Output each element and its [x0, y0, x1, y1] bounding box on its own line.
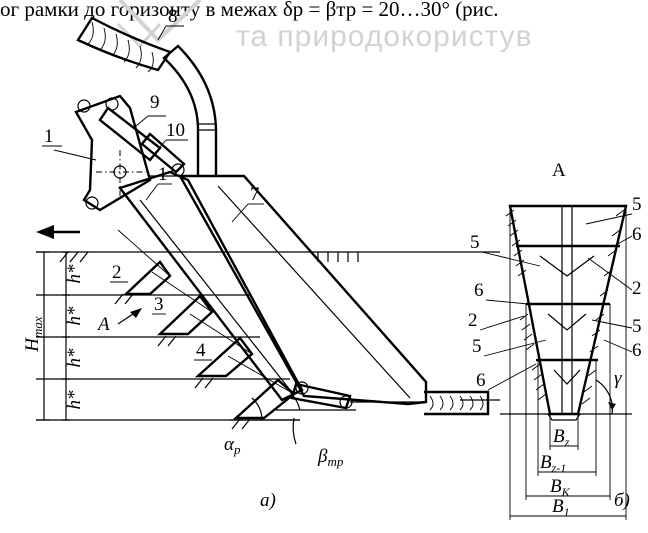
hydraulic-cylinder [98, 106, 186, 177]
callout-4: 4 [196, 340, 206, 361]
callout-b-left-2: 2 [468, 310, 478, 331]
view-a-title: A [552, 160, 566, 181]
callout-b-right-6b: 6 [632, 340, 642, 361]
callout-1b: 1 [158, 164, 168, 185]
ground-lines [36, 251, 500, 421]
trapezoid-section [508, 204, 628, 421]
figure-b: A γ [468, 160, 642, 520]
callout-9: 9 [150, 92, 160, 113]
view-a-arrow: A [96, 308, 142, 335]
angle-markers: αр βтр [224, 391, 356, 469]
h-star-4: h* [64, 390, 85, 410]
inclined-frame [118, 170, 304, 402]
callout-b-right-2: 2 [632, 278, 642, 299]
callout-b-left-6b: 6 [476, 370, 486, 391]
callout-7: 7 [250, 184, 260, 205]
conveyor-chute [177, 174, 428, 406]
callout-b-left-5a: 5 [470, 232, 480, 253]
callout-2: 2 [112, 262, 122, 283]
callouts-a: 1 1 2 3 4 7 8 9 10 [42, 6, 264, 361]
callout-b-right-6a: 6 [632, 224, 642, 245]
h-star-2: h* [64, 306, 85, 326]
callout-3: 3 [154, 294, 164, 315]
height-dimensions: Hmax h* h* h* h* [22, 251, 85, 421]
h-star-1: h* [64, 264, 85, 284]
top-text: ог рамки до горизонту в межах δр = βтр =… [0, 0, 499, 21]
callout-b-right-5a: 5 [632, 194, 642, 215]
discharge-pipe [76, 16, 218, 176]
alpha-label: αр [224, 434, 241, 457]
b1-label: B1 [552, 496, 570, 519]
beta-label: βтр [317, 446, 344, 469]
gamma-angle: γ [500, 368, 632, 415]
watermark: та природокористув [236, 20, 533, 53]
h-star-3: h* [64, 348, 85, 368]
width-dimensions: Bz Bz-1 BК B1 [509, 206, 627, 520]
caption-a: а) [260, 490, 276, 511]
cutting-teeth [117, 229, 296, 420]
side-hatching [505, 209, 625, 405]
callout-8: 8 [168, 6, 178, 27]
h-max-label: Hmax [22, 316, 45, 353]
bz-label: Bz [553, 426, 570, 449]
callout-b-left-6a: 6 [474, 280, 484, 301]
top-text-line: ог рамки до горизонту в межах δр = βтр =… [0, 0, 499, 21]
direction-arrow [36, 225, 80, 239]
gamma-label: γ [614, 368, 622, 389]
callout-b-right-5b: 5 [632, 316, 642, 337]
view-a-label: A [96, 314, 110, 335]
callout-1a: 1 [44, 126, 54, 147]
callouts-b-left: 5 6 2 5 6 [468, 232, 547, 391]
bk-label: BК [550, 476, 571, 499]
frame-bracket [74, 94, 152, 212]
callout-10: 10 [166, 120, 185, 141]
bz1-label: Bz-1 [540, 452, 566, 475]
outlet-hose [424, 390, 490, 416]
callouts-b-right: 5 6 2 5 6 [585, 194, 642, 361]
figure-a: Hmax h* h* h* h* [22, 6, 500, 511]
caption-b: б) [614, 490, 630, 511]
ground-hatching [59, 251, 359, 430]
callout-b-left-5b: 5 [472, 336, 482, 357]
lower-support [290, 381, 424, 410]
